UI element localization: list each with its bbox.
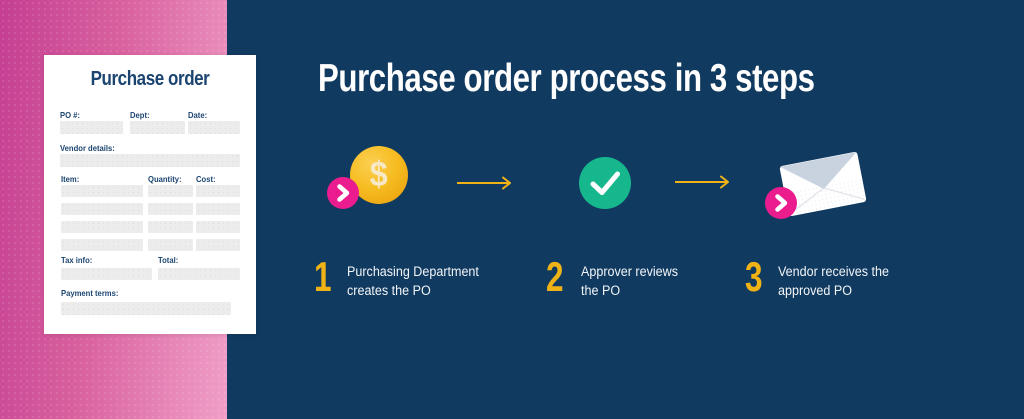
dept-field — [130, 121, 185, 134]
po-card-title: Purchase order — [90, 68, 210, 90]
total-field — [158, 268, 240, 280]
step-2-line-2: the PO — [581, 283, 621, 298]
step-1-number: 1 — [314, 253, 332, 300]
dept-label: Dept: — [130, 110, 150, 120]
purchase-order-card: Purchase order PO #: Dept: Date: Vendor … — [44, 55, 256, 334]
step-2-line-1: Approver reviews — [581, 264, 678, 279]
check-circle-icon — [579, 157, 631, 209]
step-3-line-2: approved PO — [778, 283, 852, 298]
po-number-field — [60, 121, 123, 134]
step-1-line-1: Purchasing Department — [347, 264, 479, 279]
cost-field — [196, 203, 240, 215]
envelope-icon — [779, 151, 867, 217]
item-field — [61, 203, 143, 215]
item-header-label: Item: — [61, 174, 80, 184]
chevron-right-badge-icon — [765, 187, 797, 219]
dollar-sign: $ — [370, 154, 388, 194]
tax-info-label: Tax info: — [61, 255, 93, 265]
tax-info-field — [61, 268, 152, 280]
cost-field — [196, 239, 240, 251]
item-field — [61, 185, 143, 197]
quantity-field — [148, 239, 193, 251]
cost-field — [196, 185, 240, 197]
item-field — [61, 239, 143, 251]
date-field — [188, 121, 240, 134]
vendor-details-label: Vendor details: — [60, 143, 115, 153]
po-number-label: PO #: — [60, 110, 80, 120]
cost-header-label: Cost: — [196, 174, 216, 184]
date-label: Date: — [188, 110, 208, 120]
step-3-caption: Vendor receives the approved PO — [778, 262, 889, 300]
page-title: Purchase order process in 3 steps — [318, 57, 815, 100]
step-2-caption: Approver reviews the PO — [581, 262, 678, 300]
quantity-header-label: Quantity: — [148, 174, 182, 184]
step-3-line-1: Vendor receives the — [778, 264, 889, 279]
step-3-number: 3 — [745, 253, 763, 300]
quantity-field — [148, 221, 193, 233]
quantity-field — [148, 185, 193, 197]
item-field — [61, 221, 143, 233]
cost-field — [196, 221, 240, 233]
vendor-details-field — [60, 154, 240, 167]
step-1-line-2: creates the PO — [347, 283, 431, 298]
dollar-coin-icon: $ — [350, 146, 408, 204]
step-1-caption: Purchasing Department creates the PO — [347, 262, 479, 300]
payment-terms-field — [61, 302, 231, 315]
flow-arrow-icon — [674, 175, 734, 189]
step-2-number: 2 — [546, 253, 564, 300]
quantity-field — [148, 203, 193, 215]
flow-arrow-icon — [456, 176, 516, 190]
total-label: Total: — [158, 255, 179, 265]
payment-terms-label: Payment terms: — [61, 288, 119, 298]
chevron-right-badge-icon — [327, 177, 359, 209]
